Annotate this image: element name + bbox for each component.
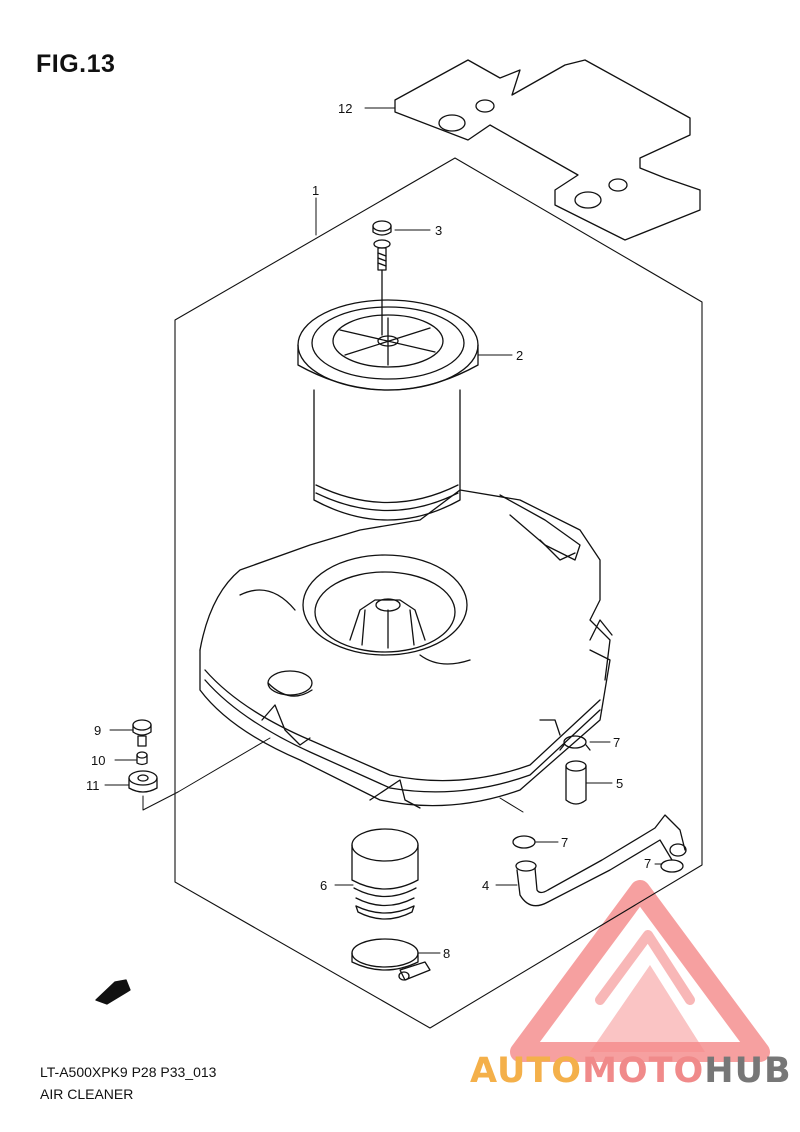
assembly-outline	[174, 157, 703, 1029]
air-filter-element-part-2	[297, 299, 479, 521]
callout-5: 5	[616, 776, 623, 791]
callout-1: 1	[312, 183, 319, 198]
callout-12: 12	[338, 101, 352, 116]
callout-7-c: 7	[644, 856, 651, 871]
bolt-part-9	[132, 719, 152, 747]
callout-11: 11	[86, 778, 100, 793]
hose-part-5	[565, 760, 587, 805]
collar-part-10	[136, 751, 148, 766]
watermark-logo-icon	[510, 880, 770, 1062]
callout-7-a: 7	[613, 735, 620, 750]
screw-part-3	[372, 220, 392, 336]
watermark-part-hub: HUB	[704, 1051, 792, 1091]
callout-2: 2	[516, 348, 523, 363]
gasket-part-12	[394, 59, 701, 241]
figure-title: FIG.13	[36, 50, 116, 78]
clamp-part-7-a	[559, 735, 591, 751]
callout-6: 6	[320, 878, 327, 893]
clamp-part-7-b	[512, 835, 536, 849]
callout-7-b: 7	[561, 835, 568, 850]
callout-8: 8	[443, 946, 450, 961]
watermark-part-auto: AUTO	[470, 1051, 583, 1091]
callout-9: 9	[94, 723, 101, 738]
watermark-text: AUTOMOTOHUB	[470, 1051, 792, 1091]
intake-boot-part-6	[351, 828, 419, 920]
grommet-part-11	[128, 770, 158, 793]
watermark-part-moto: MOTO	[582, 1051, 705, 1091]
air-cleaner-case	[199, 489, 613, 809]
hose-clamp-part-8	[351, 938, 431, 981]
hose-part-4	[515, 814, 687, 907]
figure-code: LT-A500XPK9 P28 P33_013	[40, 1064, 217, 1080]
callout-4: 4	[482, 878, 489, 893]
fwd-arrow-icon: FWD	[95, 979, 131, 1005]
callout-3: 3	[435, 223, 442, 238]
clamp-part-7-c	[660, 859, 684, 873]
callout-10: 10	[91, 753, 105, 768]
figure-name: AIR CLEANER	[40, 1086, 134, 1102]
